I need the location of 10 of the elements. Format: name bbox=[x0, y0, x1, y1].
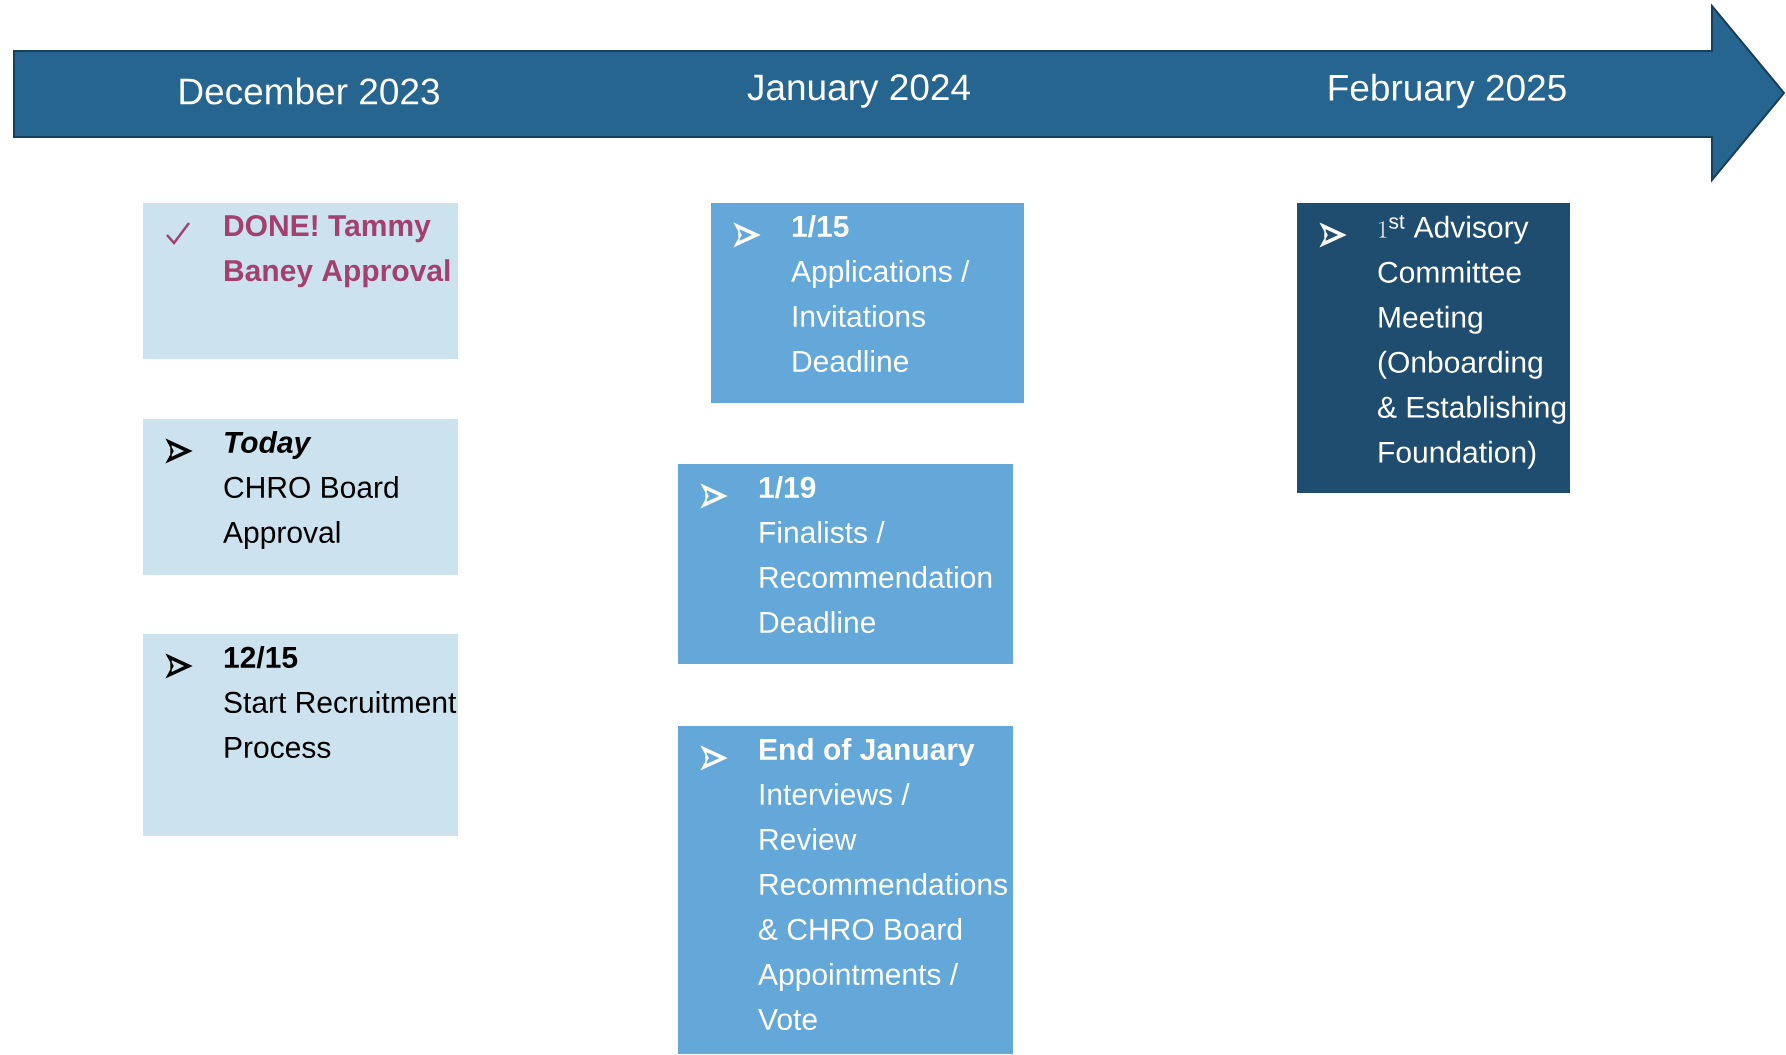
month-heading: January 2024 bbox=[747, 74, 970, 108]
timeline-box: End of January Interviews / Review Recommendations & CHRO Board Appointments / Vote bbox=[678, 726, 1013, 1054]
timeline-box: Today CHRO Board Approval bbox=[143, 419, 458, 575]
timeline-box: DONE! Tammy Baney Approval bbox=[143, 203, 458, 359]
month-heading: December 2023 bbox=[180, 77, 439, 105]
timeline-box: 1/15 Applications / Invitations Deadline bbox=[711, 203, 1024, 403]
timeline-box: $1^{\mathrm{st}}$ Advisory Committee Meeting (Onboarding & Establishing Foundation) bbox=[1297, 203, 1570, 493]
timeline-box: 1/19 Finalists / Recommendation Deadline bbox=[678, 464, 1013, 664]
month-heading: February 2025 bbox=[1329, 73, 1566, 109]
timeline-box: 12/15 Start Recruitment Process bbox=[143, 634, 458, 836]
